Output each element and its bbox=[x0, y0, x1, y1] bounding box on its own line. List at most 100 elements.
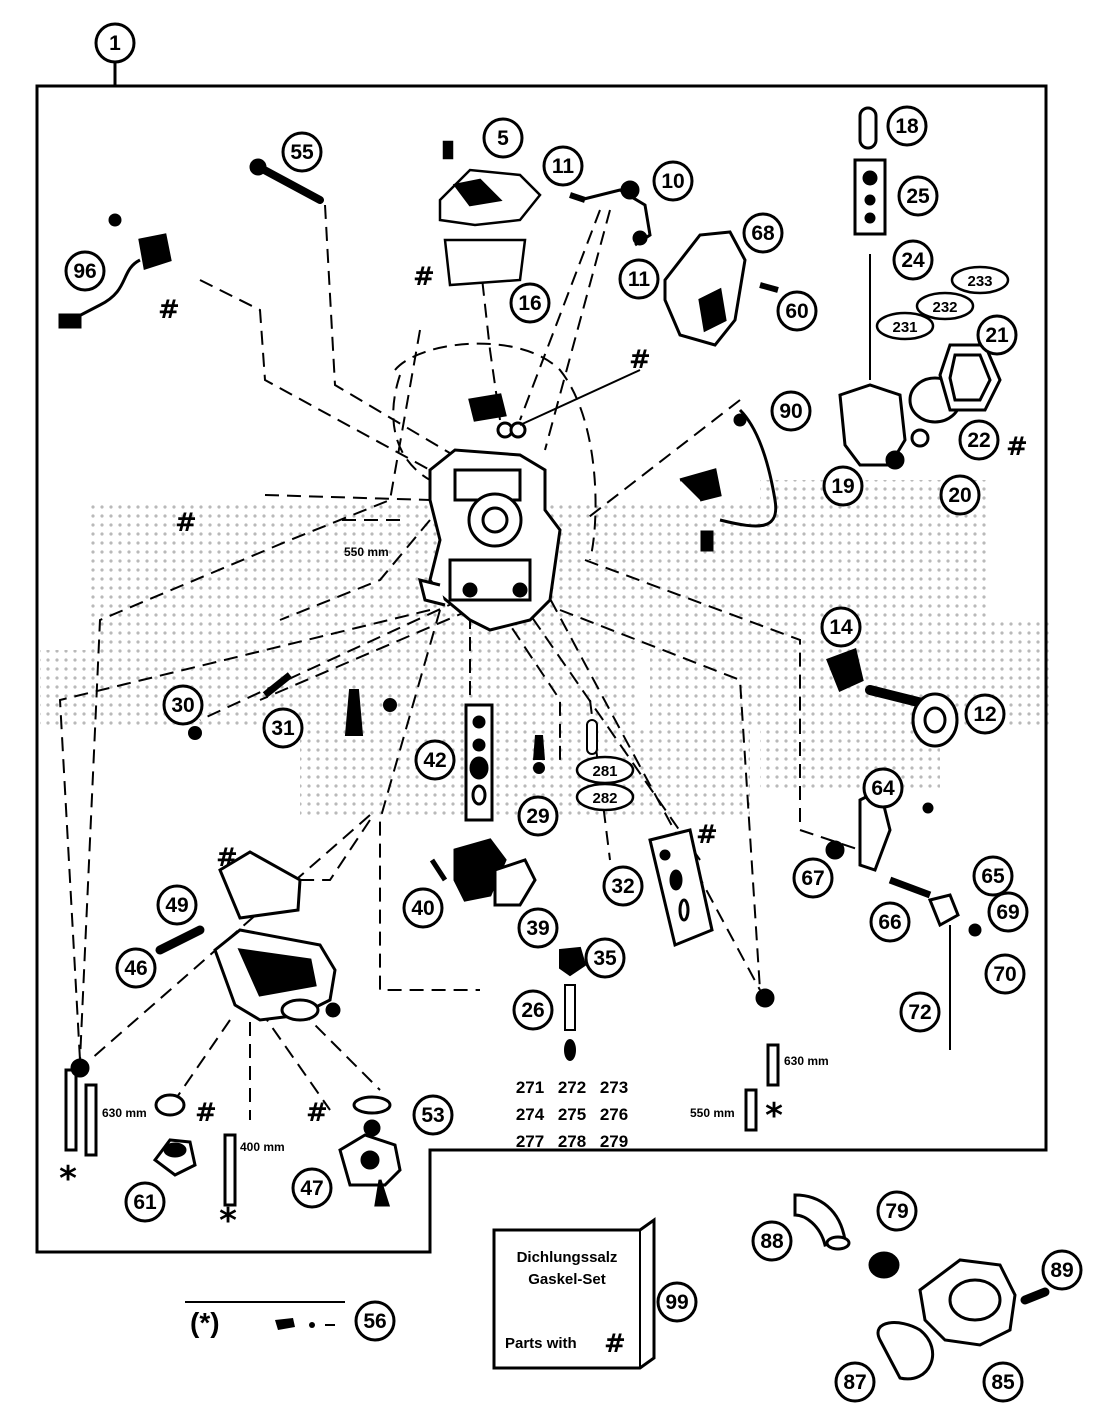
legend-56: (*) bbox=[185, 1301, 345, 1338]
callout-21-10: 21 bbox=[976, 314, 1018, 356]
bracket-part-10 bbox=[569, 180, 652, 247]
part-number-272: 272 bbox=[558, 1078, 586, 1097]
callout-29-15-text: 29 bbox=[526, 805, 549, 828]
callout-20-9: 20 bbox=[939, 474, 981, 516]
gasket-box-line1: Dichlungssalz bbox=[517, 1249, 618, 1266]
callout-90-44: 90 bbox=[770, 390, 812, 432]
callout-35-19: 35 bbox=[584, 937, 626, 979]
callout-42-22-text: 42 bbox=[423, 749, 446, 772]
callout-79-39-text: 79 bbox=[885, 1200, 908, 1223]
callout-40-21-text: 40 bbox=[411, 897, 434, 920]
callout-68-35-text: 68 bbox=[751, 222, 775, 245]
dimension-630-left: 630 mm bbox=[102, 1106, 147, 1120]
callout-12-4-text: 12 bbox=[973, 703, 996, 726]
intake-parts bbox=[793, 1193, 1050, 1381]
callout-11-2: 11 bbox=[542, 145, 584, 187]
callout-14-5: 14 bbox=[820, 606, 862, 648]
callout-49-25: 49 bbox=[156, 884, 198, 926]
star-marker-2: * bbox=[765, 1096, 783, 1136]
callout-56-28: 56 bbox=[354, 1300, 396, 1342]
callout-11-2-text: 11 bbox=[552, 155, 575, 178]
callout-60-29-text: 60 bbox=[785, 300, 808, 323]
callout-5-0: 5 bbox=[482, 117, 524, 159]
oval-callout-281-text: 281 bbox=[592, 763, 617, 780]
callout-10-1: 10 bbox=[652, 160, 694, 202]
callout-assembly: 1 bbox=[94, 22, 136, 64]
star-marker-0: * bbox=[59, 1159, 77, 1199]
callout-55-27: 55 bbox=[281, 131, 323, 173]
callout-47-24-text: 47 bbox=[300, 1177, 323, 1200]
callout-70-37-text: 70 bbox=[993, 963, 1016, 986]
callout-24-12-text: 24 bbox=[901, 249, 925, 272]
hash-marker-5: # bbox=[216, 843, 238, 873]
callout-19-8: 19 bbox=[822, 465, 864, 507]
hash-marker-6: # bbox=[696, 820, 718, 850]
lever-assembly-64-72 bbox=[825, 787, 982, 1050]
callout-69-36: 69 bbox=[987, 891, 1029, 933]
callout-30-16-text: 30 bbox=[171, 694, 194, 717]
callout-65-32-text: 65 bbox=[981, 865, 1005, 888]
part-number-278: 278 bbox=[558, 1132, 586, 1151]
callout-96-45-text: 96 bbox=[73, 260, 96, 283]
callout-10-1-text: 10 bbox=[661, 170, 684, 193]
callout-11-3-text: 11 bbox=[628, 268, 651, 291]
callout-46-23-text: 46 bbox=[124, 957, 147, 980]
oval-callout-282-text: 282 bbox=[592, 790, 617, 807]
top-cover-part bbox=[438, 140, 542, 287]
callout-60-29: 60 bbox=[776, 290, 818, 332]
callout-53-26-text: 53 bbox=[421, 1104, 444, 1127]
callout-99-46-text: 99 bbox=[665, 1291, 688, 1314]
oval-callout-233-text: 233 bbox=[967, 273, 992, 290]
oval-callout-232: 232 bbox=[915, 291, 975, 321]
callout-55-27-text: 55 bbox=[290, 141, 314, 164]
callout-61-30: 61 bbox=[124, 1181, 166, 1223]
callout-31-17-text: 31 bbox=[271, 717, 295, 740]
part-number-271: 271 bbox=[516, 1078, 544, 1097]
callout-16-6-text: 16 bbox=[518, 292, 541, 315]
part-number-275: 275 bbox=[558, 1105, 586, 1124]
screw-part-55 bbox=[249, 158, 324, 204]
callout-26-14-text: 26 bbox=[521, 999, 544, 1022]
callout-99-46: 99 bbox=[656, 1281, 698, 1323]
jet-strip-part-42 bbox=[464, 703, 494, 822]
part-number-279: 279 bbox=[600, 1132, 628, 1151]
lower-bowl-part-47 bbox=[338, 1095, 402, 1207]
part-number-276: 276 bbox=[600, 1105, 628, 1124]
assembly-frame bbox=[35, 84, 1048, 1254]
oval-callout-233: 233 bbox=[950, 265, 1010, 295]
needle-strip-part-32 bbox=[648, 828, 714, 948]
callout-11-3: 11 bbox=[618, 258, 660, 300]
callout-70-37: 70 bbox=[984, 953, 1026, 995]
callout-18-7-text: 18 bbox=[895, 115, 919, 138]
oval-callout-231: 231 bbox=[875, 311, 935, 341]
callout-87-41: 87 bbox=[834, 1361, 876, 1403]
callout-32-18-text: 32 bbox=[611, 875, 634, 898]
callout-22-11: 22 bbox=[958, 419, 1000, 461]
callout-32-18: 32 bbox=[602, 865, 644, 907]
pin-part-28x bbox=[586, 719, 598, 755]
callout-47-24: 47 bbox=[291, 1167, 333, 1209]
idle-screw-part-12 bbox=[826, 648, 959, 748]
gasket-box-hash: # bbox=[604, 1329, 626, 1359]
needle-part-16 bbox=[468, 369, 641, 439]
callout-90-44-text: 90 bbox=[779, 400, 802, 423]
dimension-550-left: 550 mm bbox=[344, 545, 389, 559]
gasket-box-line2: Gaskel-Set bbox=[528, 1271, 606, 1288]
callout-89-43-text: 89 bbox=[1050, 1259, 1073, 1282]
hash-marker-4: # bbox=[175, 508, 197, 538]
callout-20-9-text: 20 bbox=[948, 484, 971, 507]
callout-69-36-text: 69 bbox=[996, 901, 1019, 924]
oval-callout-281: 281 bbox=[575, 755, 635, 785]
callout-87-41-text: 87 bbox=[843, 1371, 866, 1394]
part-number-274: 274 bbox=[516, 1105, 545, 1124]
slide-part-39 bbox=[429, 838, 537, 907]
hose-tubes bbox=[64, 988, 780, 1207]
clip-parts-35-26 bbox=[559, 946, 587, 1061]
callout-layer: 1 5 10 11 11 12 14 16 18 19 20 21 22 24 25 26 29 30 31 32 35… bbox=[59, 22, 1083, 1403]
oval-callout-231-text: 231 bbox=[892, 319, 917, 336]
callout-96-45: 96 bbox=[64, 250, 106, 292]
wire-part-90 bbox=[679, 408, 778, 552]
callout-18-7: 18 bbox=[886, 105, 928, 147]
callout-19-8-text: 19 bbox=[831, 475, 854, 498]
callout-25-13-text: 25 bbox=[906, 185, 930, 208]
